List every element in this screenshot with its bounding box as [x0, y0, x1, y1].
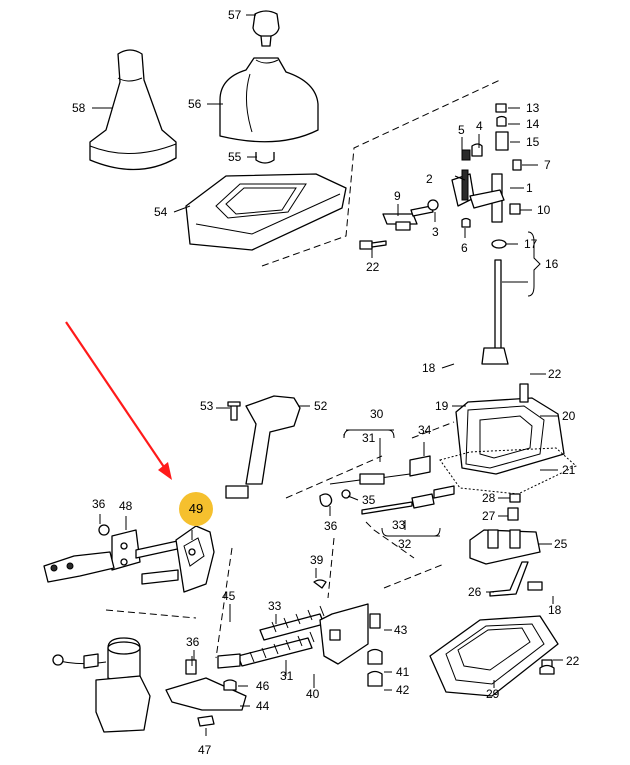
callout-7: 9 — [394, 189, 401, 203]
callout-36a: 36 — [324, 519, 338, 533]
callout-40: 40 — [306, 687, 320, 701]
boundary-line-middle — [285, 421, 455, 599]
callout-41: 41 — [396, 665, 410, 679]
callout-25: 25 — [554, 537, 568, 551]
leader-lines — [92, 14, 563, 736]
gear-knob — [252, 10, 280, 47]
callout-46: 46 — [256, 679, 270, 693]
callout-5: 5 — [458, 123, 465, 137]
callout-55: 55 — [228, 150, 242, 164]
callout-27: 27 — [482, 509, 496, 523]
shifter-housing — [439, 383, 577, 495]
lever-26 — [489, 561, 543, 597]
callout-39: 39 — [310, 553, 324, 567]
selector-block-25 — [469, 493, 541, 565]
callout-34: 34 — [418, 423, 432, 437]
shift-boot-lower — [89, 49, 177, 171]
callout-49-highlight: 49 — [179, 492, 213, 526]
callout-3: 3 — [432, 225, 439, 239]
callout-57: 57 — [228, 8, 242, 22]
callout-31a: 31 — [362, 431, 376, 445]
bolt-22c — [539, 659, 555, 675]
callout-30: 30 — [370, 407, 384, 421]
callout-33a: 33 — [392, 518, 406, 532]
callout-53: 53 — [200, 399, 214, 413]
callout-21: 21 — [562, 463, 576, 477]
callout-10: 10 — [537, 203, 551, 217]
callout-58: 58 — [72, 101, 86, 115]
callout-56: 56 — [188, 97, 202, 111]
callout-43: 43 — [394, 623, 408, 637]
center-console — [185, 173, 347, 251]
shift-lever-assembly — [359, 103, 522, 365]
callout-36b: 36 — [92, 497, 106, 511]
callout-16: 16 — [545, 257, 559, 271]
callout-49: 49 — [189, 501, 203, 516]
callout-18a: 18 — [422, 361, 436, 375]
pointer-arrow — [65, 321, 172, 480]
bellcrank-44 — [165, 659, 247, 727]
callout-15: 15 — [526, 135, 540, 149]
callout-22c: 22 — [566, 654, 580, 668]
callout-14: 14 — [526, 117, 540, 131]
callout-1: 1 — [526, 181, 533, 195]
callout-29: 29 — [486, 687, 500, 701]
callout-9: 7 — [544, 158, 551, 172]
callout-42: 42 — [396, 683, 410, 697]
bracket-16 — [527, 231, 541, 297]
callout-6: 6 — [461, 241, 468, 255]
linkage-plate-49 — [141, 525, 215, 593]
callout-20: 20 — [562, 409, 576, 423]
callout-labels: 57 56 58 55 54 13 14 15 4 5 7 2 1 9 10 3… — [72, 8, 580, 757]
callout-13: 13 — [526, 101, 540, 115]
callout-22a: 22 — [366, 260, 380, 274]
shift-rod-left — [43, 524, 115, 583]
retaining-ring — [255, 152, 275, 164]
boundary-line — [261, 79, 501, 267]
callout-19: 19 — [435, 399, 449, 413]
callout-18b: 18 — [548, 603, 562, 617]
cable-assembly — [225, 395, 455, 515]
shift-boot-upper — [219, 57, 319, 143]
callout-54: 54 — [154, 205, 168, 219]
callout-45: 45 — [222, 589, 236, 603]
callout-44: 44 — [256, 699, 270, 713]
callout-35: 35 — [362, 493, 376, 507]
callout-22b: 22 — [548, 367, 562, 381]
callout-31b: 31 — [280, 669, 294, 683]
callout-52: 52 — [314, 399, 328, 413]
callout-26: 26 — [468, 585, 482, 599]
selector-shaft-housing — [52, 637, 151, 733]
lower-linkage — [217, 579, 383, 687]
cover-plate-29 — [429, 615, 559, 697]
callout-36c: 36 — [186, 635, 200, 649]
boundary-line-left — [105, 547, 233, 659]
callout-47: 47 — [198, 743, 212, 757]
callout-32: 32 — [398, 537, 412, 551]
callout-48: 48 — [119, 499, 133, 513]
callout-28: 28 — [482, 491, 496, 505]
callout-2: 2 — [426, 172, 433, 186]
callout-17: 17 — [524, 237, 538, 251]
callout-33b: 33 — [268, 599, 282, 613]
callout-4: 4 — [476, 119, 483, 133]
mounting-bracket-48 — [111, 529, 183, 571]
